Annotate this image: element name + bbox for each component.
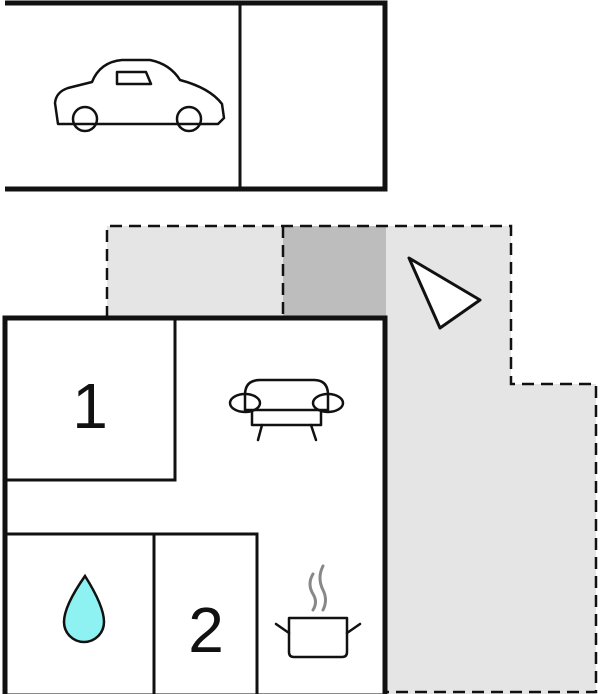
car-icon [53,58,226,133]
terrace-right [386,226,596,694]
terrace-left [107,226,283,318]
covered-area [283,226,386,318]
garage [5,0,388,192]
water-drop-icon [62,573,106,644]
terrace-area [105,224,598,694]
house-outer-wall [2,315,388,694]
bedroom-1-number: 1 [72,370,108,442]
bedroom-1-wall [5,318,177,482]
lower-rooms-wall [5,532,259,694]
sofa-icon [228,378,345,442]
cooking-pot-icon [274,564,362,659]
bedroom-2-number: 2 [188,594,224,666]
house: 1 2 [2,315,388,694]
terrace-dashed-outline [105,224,598,694]
garage-wall [5,0,388,192]
compass-triangle-icon [407,256,482,330]
